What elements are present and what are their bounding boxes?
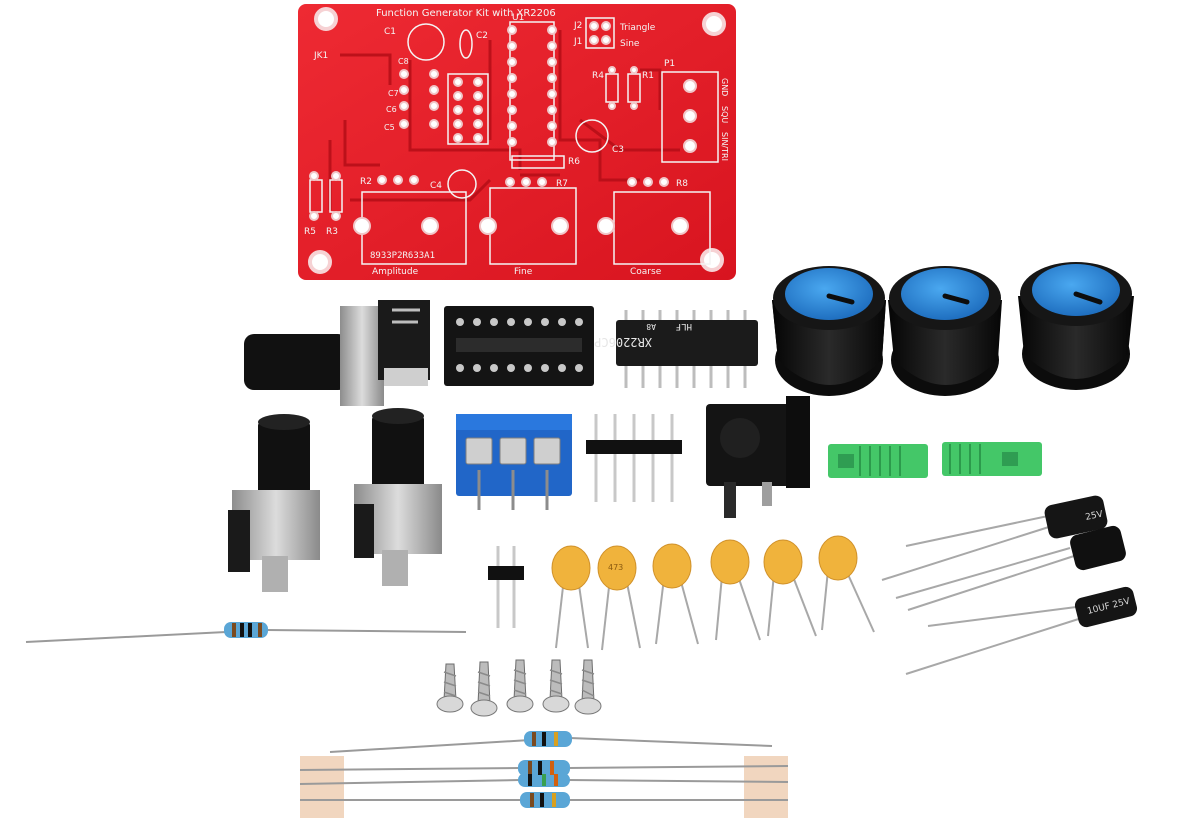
pcb-code: 8933P2R633A1: [370, 251, 435, 261]
screw-terminal: [456, 414, 572, 510]
pcb-label-c8: C8: [398, 57, 409, 66]
pcb-label-r1: R1: [642, 71, 654, 81]
ic-chip: XR2206CP HLF A8: [594, 310, 758, 388]
pcb-label-c5: C5: [384, 123, 395, 132]
pcb-label-squ: SQU: [720, 106, 729, 123]
pcb-label-j1: J1: [573, 37, 582, 47]
pcb-label-r5: R5: [304, 227, 316, 237]
pcb-label-c3: C3: [612, 145, 624, 155]
knob-1: [772, 266, 886, 396]
pcb-label-r8: R8: [676, 179, 688, 189]
mounting-holes: [308, 7, 726, 274]
knob-2: [888, 266, 1002, 396]
chip-marking-sub2: A8: [646, 322, 656, 331]
ic-socket: [444, 306, 594, 386]
pcb-label-sine: Sine: [620, 39, 640, 49]
pcb-label-r7: R7: [556, 179, 568, 189]
pcb-title: Function Generator Kit with XR2206: [376, 8, 556, 19]
potentiometer-2: [354, 408, 442, 586]
pcb-label-gnd: GND: [720, 78, 729, 96]
pcb-label-sin-tri: SIN/TRI: [720, 132, 729, 161]
pcb-label-p1: P1: [664, 59, 675, 69]
pcb-label-fine: Fine: [514, 267, 533, 277]
pcb-pads: [309, 21, 697, 235]
jumper-cap-1: [828, 444, 928, 478]
jumper-cap-2: [942, 442, 1042, 476]
knob-3: [1018, 262, 1134, 390]
pcb-label-j2: J2: [573, 21, 582, 31]
pcb-label-coarse: Coarse: [630, 267, 662, 277]
ceramic-cap-marking: 473: [608, 563, 623, 572]
resistor-single: [25, 622, 467, 643]
pcb-label-c2: C2: [476, 31, 488, 41]
resistor-strip: [299, 731, 789, 818]
chip-marking-sub1: HLF: [676, 321, 692, 331]
pcb-board: Function Generator Kit with XR2206 C1 C2…: [298, 4, 736, 280]
potentiometer-1: [228, 414, 320, 592]
pcb-label-jk1: JK1: [313, 51, 328, 61]
ceramic-capacitors: 473: [551, 535, 875, 651]
pcb-label-c1: C1: [384, 27, 396, 37]
pcb-label-r2: R2: [360, 177, 372, 187]
screws: [436, 659, 602, 717]
chip-marking: XR2206CP: [594, 335, 652, 349]
pcb-label-r3: R3: [326, 227, 338, 237]
pin-header: [586, 414, 682, 502]
pcb-label-r6: R6: [568, 157, 580, 167]
two-pin-header: [488, 546, 524, 628]
dc-jack: [706, 396, 810, 518]
pcb-label-c6: C6: [386, 105, 397, 114]
pcb-label-c4: C4: [430, 181, 442, 191]
electrolytic-capacitors: 25V 10UF 25V: [881, 495, 1138, 675]
pcb-label-triangle: Triangle: [619, 23, 656, 33]
potentiometer-horizontal: [244, 300, 430, 406]
pcb-label-u1: U1: [512, 13, 524, 23]
pcb-label-r4: R4: [592, 71, 604, 81]
pcb-label-c7: C7: [388, 89, 399, 98]
electrolytic-marking-top: 25V: [1085, 509, 1105, 523]
pcb-label-amplitude: Amplitude: [372, 267, 419, 277]
